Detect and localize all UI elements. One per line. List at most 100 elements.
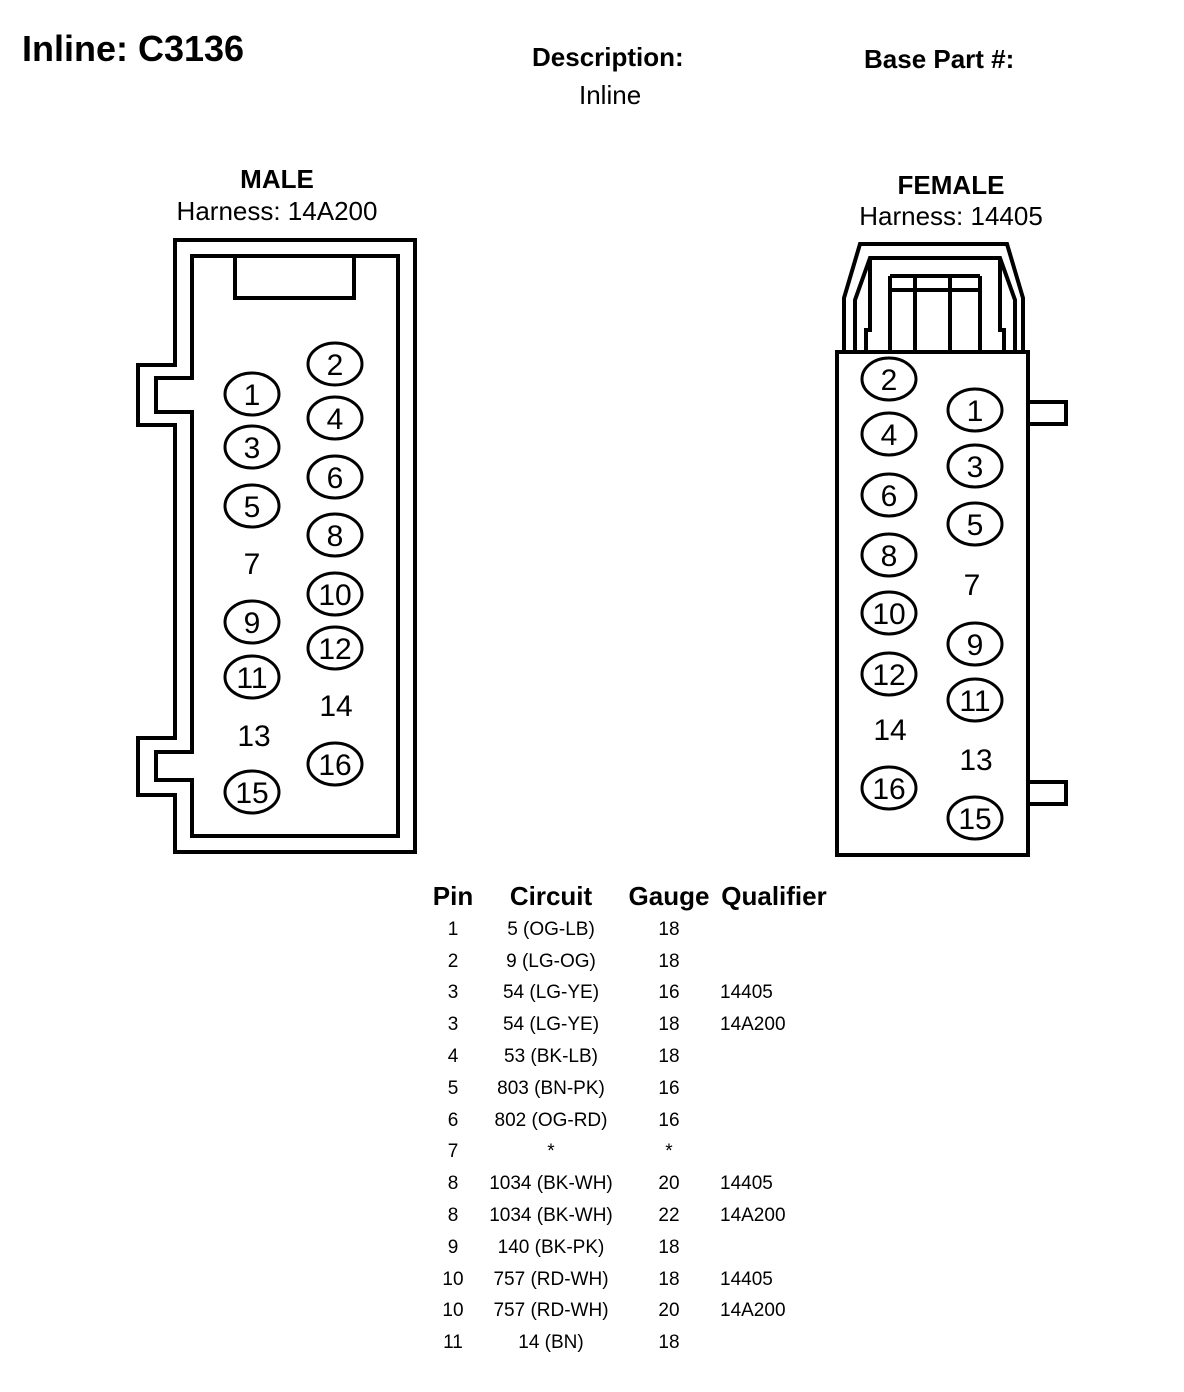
cell-pin: 7 [447, 1141, 459, 1163]
cell-qualifier [714, 946, 834, 978]
male-pin-15-circle [223, 769, 281, 815]
cell-qualifier: 14405 [720, 982, 773, 1004]
table-row: 11 14 (BN) 18 [428, 1327, 834, 1359]
cell-pin: 5 [447, 1077, 459, 1099]
male-pin-3-circle [223, 424, 281, 470]
male-title: MALE [240, 164, 314, 194]
cell-pin: 9 [447, 1236, 459, 1258]
cell-circuit: 14 (BN) [518, 1332, 584, 1354]
female-pin-3-label: 3 [967, 451, 984, 484]
female-pin-8-label: 8 [881, 540, 898, 573]
cell-circuit: 9 (LG-OG) [506, 950, 596, 972]
male-pin-6-circle [306, 454, 364, 500]
cell-qualifier [714, 1327, 834, 1359]
table-row: 2 9 (LG-OG) 18 [428, 946, 834, 978]
female-pin-9-label: 9 [967, 629, 984, 662]
male-pin-11-label: 11 [236, 662, 267, 695]
table-row: 4 53 (BK-LB) 18 [428, 1041, 834, 1073]
cell-qualifier: 14405 [720, 1268, 773, 1290]
male-pin-11-circle [223, 654, 281, 700]
male-pin-13-label: 13 [237, 720, 270, 753]
female-connector-body [835, 350, 1030, 857]
page-title: Inline: C3136 [22, 28, 245, 69]
cell-gauge: 18 [658, 1046, 680, 1068]
cell-gauge: 18 [658, 918, 680, 940]
cell-circuit: 53 (BK-LB) [504, 1046, 598, 1068]
cell-gauge: 18 [658, 1268, 680, 1290]
cell-qualifier: 14405 [720, 1173, 773, 1195]
cell-gauge: 22 [658, 1205, 680, 1227]
female-pin-16-label: 16 [872, 773, 905, 806]
cell-circuit: 1034 (BK-WH) [489, 1205, 613, 1227]
female-pin-16-circle [860, 765, 918, 811]
male-pin-8-circle [306, 512, 364, 558]
female-pin-1-label: 1 [967, 395, 984, 428]
table-row: 7 * * [428, 1137, 834, 1169]
female-pin-12-label: 12 [872, 659, 905, 692]
cell-pin: 2 [447, 950, 459, 972]
cell-qualifier [714, 1073, 834, 1105]
female-pin-2-circle [860, 356, 918, 402]
cell-qualifier: 14A200 [720, 1300, 786, 1322]
table-row: 8 1034 (BK-WH) 22 14A200 [428, 1200, 834, 1232]
female-pin-7-label: 7 [964, 569, 981, 602]
cell-pin: 8 [447, 1173, 459, 1195]
female-pin-11-label: 11 [959, 685, 990, 718]
cell-pin: 8 [447, 1205, 459, 1227]
female-pin-11-circle [946, 677, 1004, 723]
female-pin-5-circle [946, 501, 1004, 547]
cell-circuit: * [547, 1141, 555, 1163]
female-pin-14-label: 14 [873, 714, 906, 747]
female-pin-6-circle [860, 472, 918, 518]
male-pin-2-circle [306, 341, 364, 387]
female-title: FEMALE [897, 170, 1005, 200]
cell-gauge: 18 [658, 1332, 680, 1354]
male-pin-12-circle [306, 625, 364, 671]
cell-qualifier [714, 1041, 834, 1073]
table-header-row: Pin Circuit Gauge Qualifier [428, 878, 834, 914]
cell-pin: 1 [447, 918, 459, 940]
cell-circuit: 54 (LG-YE) [502, 982, 600, 1004]
male-harness: Harness: 14A200 [176, 196, 378, 226]
cell-qualifier [714, 1105, 834, 1137]
female-pin-12-circle [860, 651, 918, 697]
description-value: Inline [579, 80, 642, 110]
base-part-label: Base Part #: [864, 44, 1015, 74]
male-pin-5-label: 5 [244, 491, 261, 524]
male-pin-9-circle [223, 599, 281, 645]
cell-pin: 4 [447, 1046, 459, 1068]
cell-pin: 10 [442, 1268, 464, 1290]
male-pin-10-label: 10 [318, 579, 351, 612]
male-pin-16-circle [306, 741, 364, 787]
male-pin-9-label: 9 [244, 607, 261, 640]
cell-circuit: 802 (OG-RD) [494, 1109, 608, 1131]
male-pin-15-label: 15 [235, 777, 268, 810]
cell-pin: 11 [443, 1332, 463, 1354]
male-pin-16-label: 16 [318, 749, 351, 782]
description-label: Description: [532, 42, 684, 72]
female-harness: Harness: 14405 [859, 201, 1043, 231]
male-pin-1-circle [223, 371, 281, 417]
cell-qualifier: 14A200 [720, 1205, 786, 1227]
female-latch-housing [842, 242, 1025, 352]
cell-gauge: 18 [658, 950, 680, 972]
male-connector-body [136, 238, 417, 854]
female-pin-10-circle [860, 590, 918, 636]
header-circuit: Circuit [509, 880, 593, 911]
cell-pin: 3 [447, 1014, 459, 1036]
cell-circuit: 803 (BN-PK) [497, 1077, 605, 1099]
cell-circuit: 140 (BK-PK) [497, 1236, 605, 1258]
header-pin: Pin [432, 880, 474, 911]
cell-gauge: * [665, 1141, 673, 1163]
male-pin-7-label: 7 [244, 548, 261, 581]
cell-gauge: 18 [658, 1014, 680, 1036]
cell-circuit: 1034 (BK-WH) [489, 1173, 613, 1195]
